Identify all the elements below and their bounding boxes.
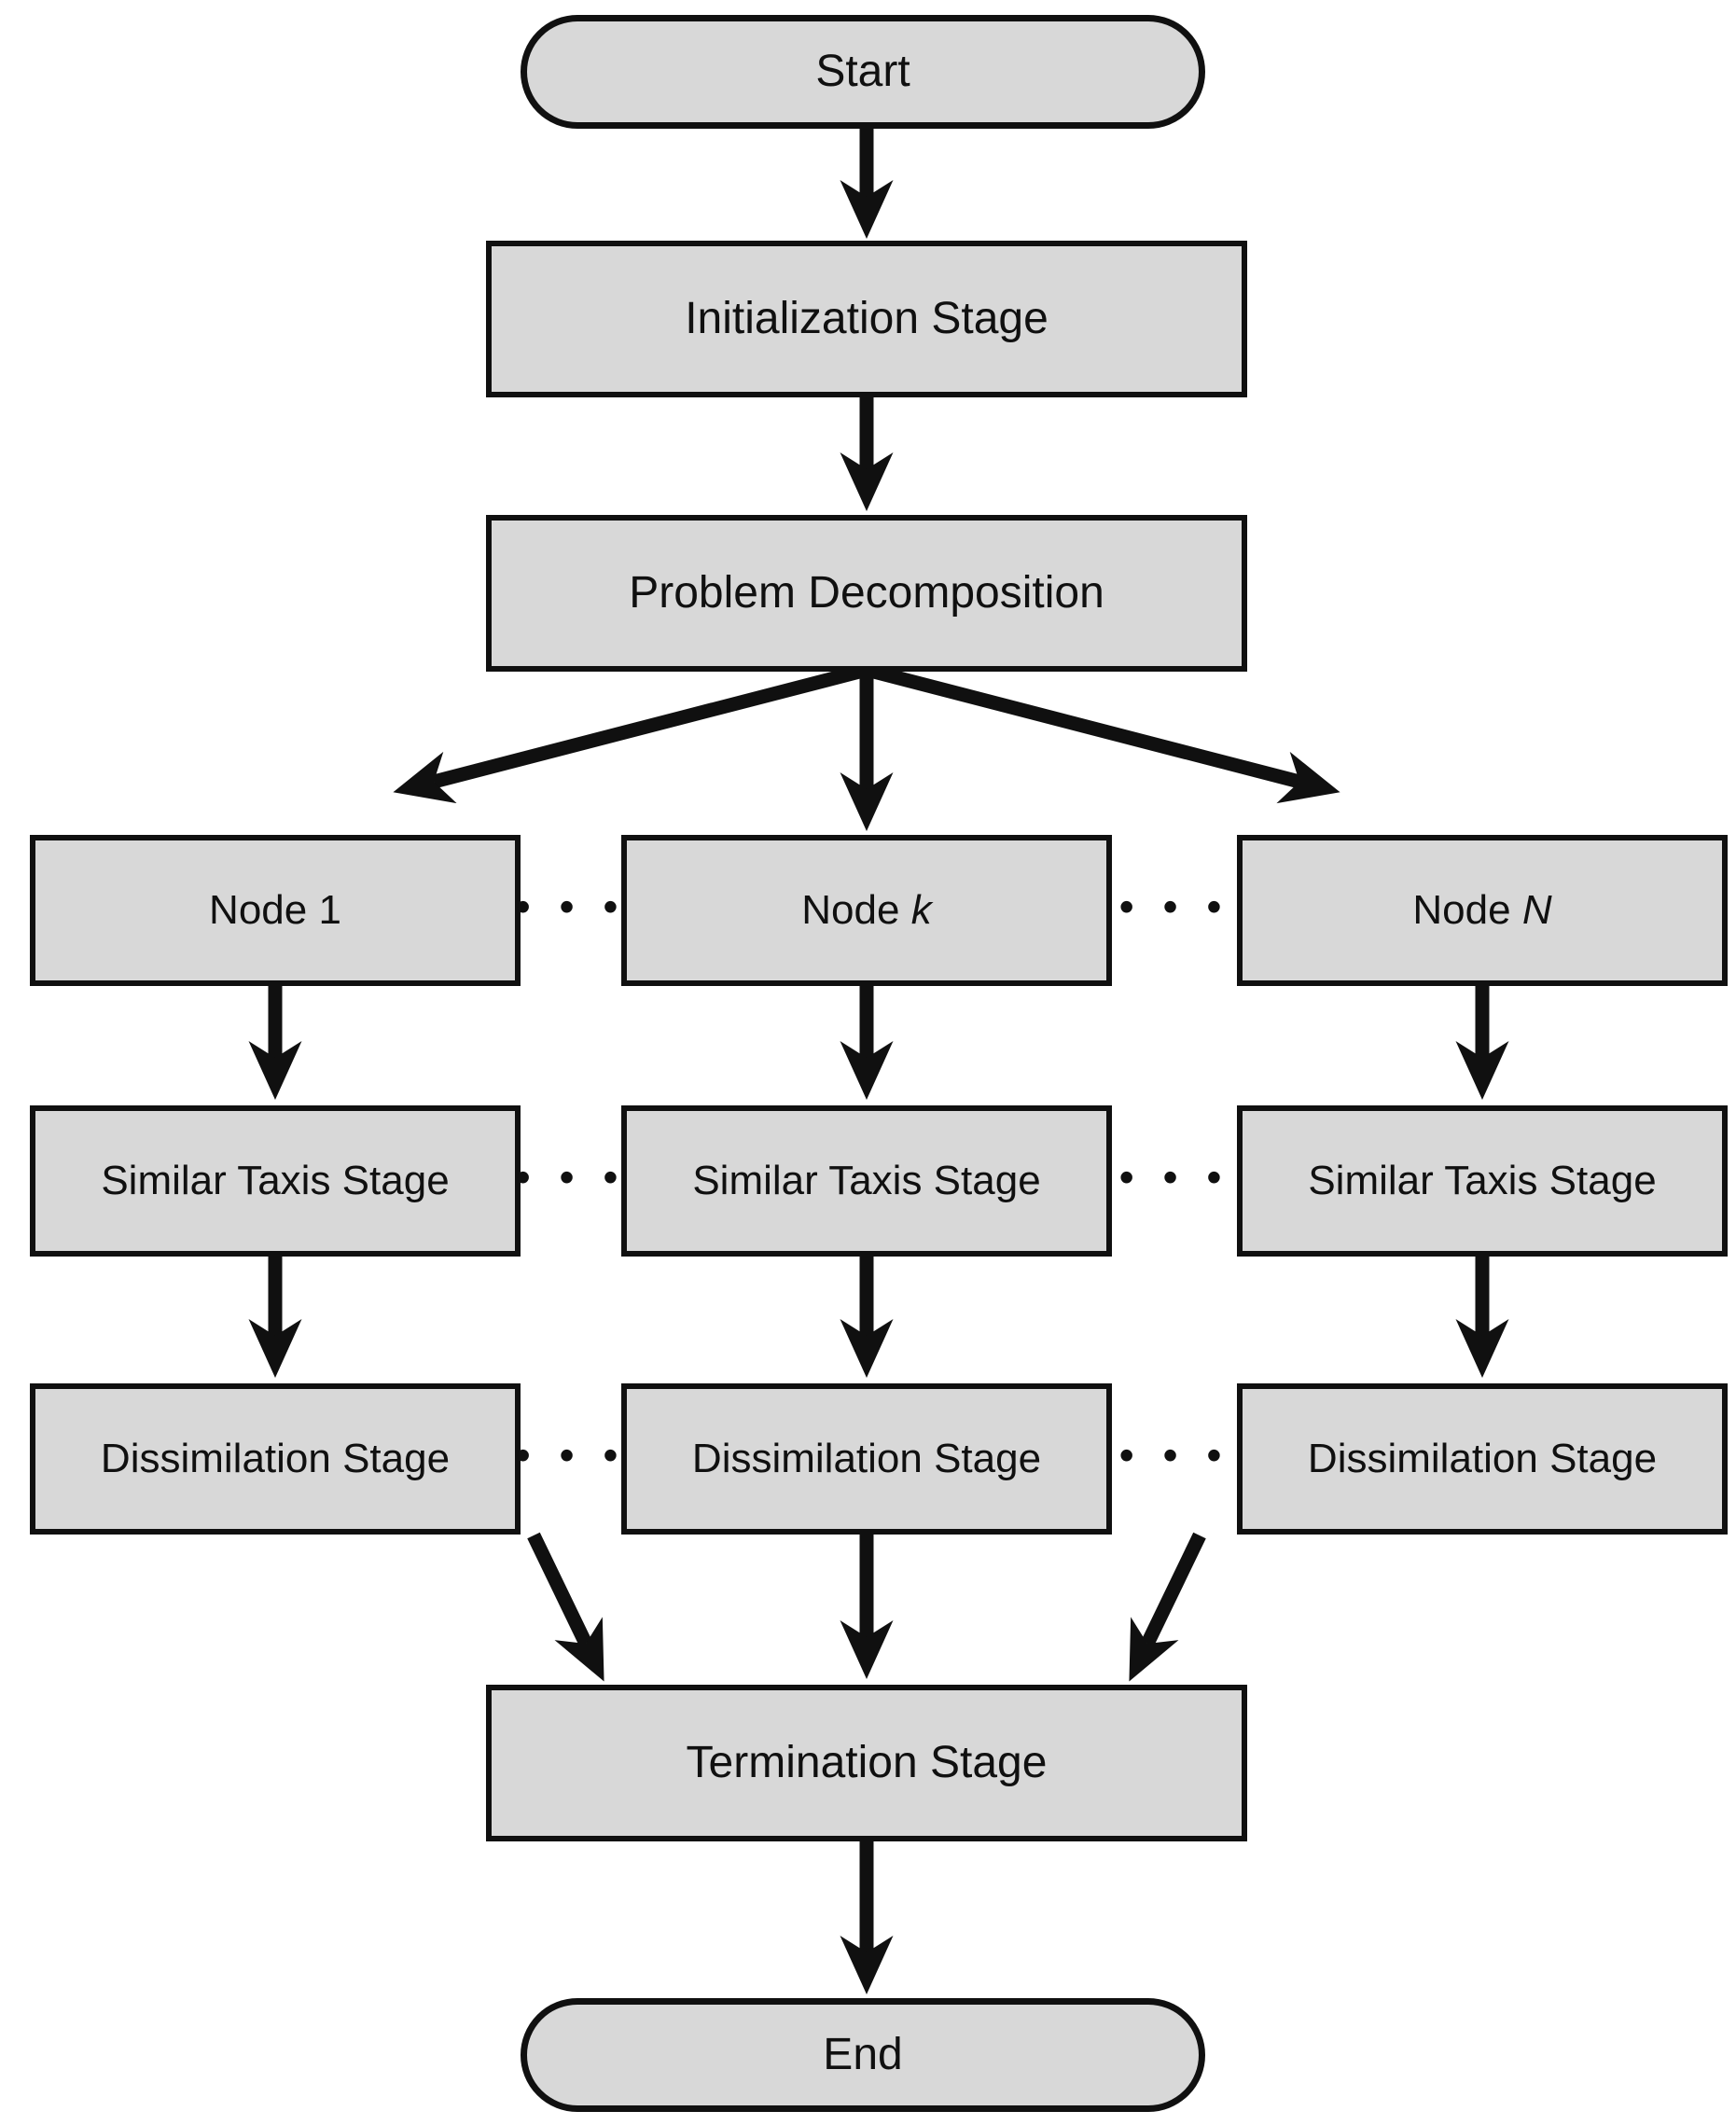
node-k-label: Node k (801, 886, 932, 933)
similar-taxis-label-3: Similar Taxis Stage (1308, 1157, 1657, 1203)
end-terminator: End (521, 1998, 1205, 2112)
end-label: End (823, 2029, 903, 2079)
problem-decomposition-label: Problem Decomposition (629, 567, 1104, 618)
dissimilation-label-2: Dissimilation Stage (691, 1435, 1042, 1481)
similar-taxis-box-1: Similar Taxis Stage (30, 1105, 521, 1257)
similar-taxis-label-1: Similar Taxis Stage (101, 1157, 450, 1203)
node-1-label: Node 1 (209, 886, 341, 933)
similar-taxis-label-2: Similar Taxis Stage (692, 1157, 1041, 1203)
arrow-decomposition-to-node-n (865, 662, 1340, 804)
dissimilation-box-3: Dissimilation Stage (1237, 1383, 1728, 1535)
ellipsis-node-right: • • • (1118, 882, 1230, 931)
similar-taxis-box-3: Similar Taxis Stage (1237, 1105, 1728, 1257)
arrow-dissimilation-3-to-termination (1129, 1532, 1206, 1682)
ellipsis-node-left: • • • (515, 882, 627, 931)
problem-decomposition-box: Problem Decomposition (486, 515, 1247, 672)
start-terminator: Start (521, 15, 1205, 129)
similar-taxis-box-2: Similar Taxis Stage (621, 1105, 1112, 1257)
ellipsis-similar-right: • • • (1118, 1152, 1230, 1201)
start-label: Start (815, 46, 910, 96)
initialization-label: Initialization Stage (685, 293, 1049, 343)
dissimilation-label-1: Dissimilation Stage (100, 1435, 451, 1481)
dissimilation-box-2: Dissimilation Stage (621, 1383, 1112, 1535)
initialization-stage-box: Initialization Stage (486, 241, 1247, 397)
ellipsis-dissimilation-right: • • • (1118, 1430, 1230, 1479)
ellipsis-similar-left: • • • (515, 1152, 627, 1201)
termination-stage-box: Termination Stage (486, 1685, 1247, 1841)
dissimilation-box-1: Dissimilation Stage (30, 1383, 521, 1535)
ellipsis-dissimilation-left: • • • (515, 1430, 627, 1479)
node-k-box: Node k (621, 835, 1112, 986)
arrow-decomposition-to-node-1 (393, 662, 868, 804)
termination-label: Termination Stage (686, 1737, 1048, 1787)
node-n-label: Node N (1412, 886, 1552, 933)
arrow-dissimilation-1-to-termination (527, 1532, 604, 1682)
node-n-box: Node N (1237, 835, 1728, 986)
dissimilation-label-3: Dissimilation Stage (1307, 1435, 1658, 1481)
node-1-box: Node 1 (30, 835, 521, 986)
